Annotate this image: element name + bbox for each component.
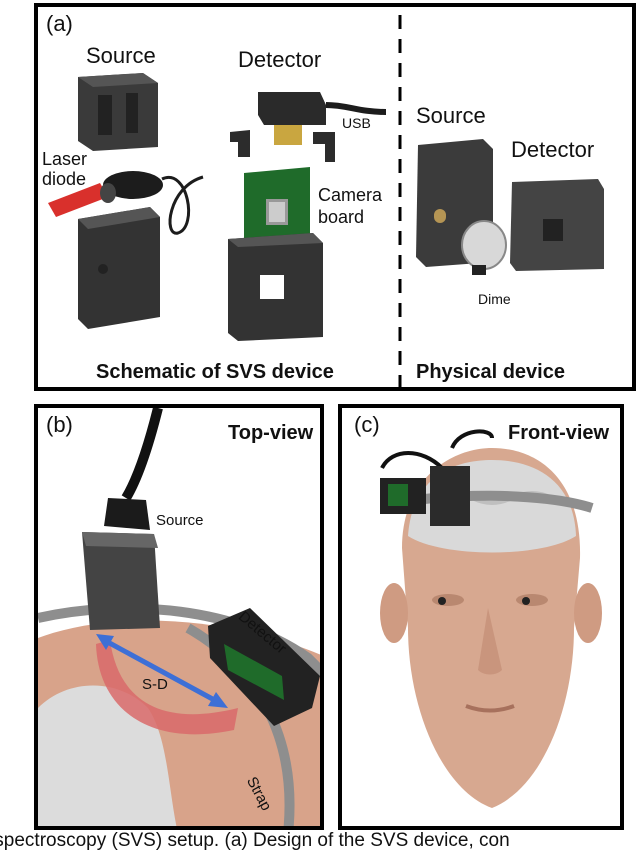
usb-connector — [258, 92, 387, 145]
camera-board-label-2: board — [318, 207, 365, 227]
panel-a-illustration — [48, 15, 604, 387]
panel-a: (a) Source Detector USB Laser diode Came… — [34, 3, 636, 391]
sd-arrow-head-left — [96, 634, 114, 650]
device-cable-right — [450, 429, 494, 449]
sd-arrow-head-right — [208, 692, 228, 708]
laser-cable — [161, 175, 204, 235]
source-device — [430, 466, 470, 526]
physical-detector-label: Detector — [511, 137, 595, 162]
camera-board — [244, 167, 310, 245]
strap-band — [38, 603, 320, 678]
eye-right — [516, 594, 548, 606]
nose — [478, 608, 502, 675]
panel-a-label: (a) — [46, 11, 73, 36]
schematic-title: Schematic of SVS device — [96, 361, 334, 383]
detector-housing — [228, 233, 323, 341]
source-block — [82, 532, 160, 630]
detector-block — [208, 608, 320, 726]
sd-label: S-D — [142, 676, 168, 693]
clip-right — [313, 132, 335, 162]
laser-diode-label-2: diode — [42, 169, 87, 189]
clip-left — [230, 130, 250, 157]
physical-device-photo — [416, 139, 604, 275]
usb-label: USB — [342, 115, 371, 131]
panel-c: (c) Front-view — [338, 404, 624, 830]
dime-label: Dime — [478, 291, 511, 307]
source-label-b: Source — [156, 512, 204, 529]
physical-title: Physical device — [416, 361, 565, 383]
laser-beam — [48, 183, 108, 217]
panel-b-label: (b) — [46, 412, 73, 437]
panel-c-illustration — [380, 429, 602, 808]
camera-board-label-1: Camera — [318, 185, 383, 205]
laser-diode-label-1: Laser — [42, 149, 88, 169]
source-housing-bottom — [78, 207, 160, 329]
panel-b-illustration — [38, 408, 320, 826]
panel-c-label: (c) — [354, 412, 380, 437]
mouth — [465, 704, 515, 713]
top-view-title: Top-view — [228, 422, 314, 444]
laser-diode — [48, 171, 204, 235]
detector-label: Detector — [238, 47, 322, 72]
usb-cable — [325, 102, 387, 115]
ear-right — [574, 583, 602, 643]
device-cable-left — [380, 451, 444, 470]
front-view-title: Front-view — [508, 422, 610, 444]
light-path — [96, 640, 238, 735]
ear-left — [380, 583, 408, 643]
source-housing-top — [78, 73, 158, 151]
source-cable — [121, 408, 163, 501]
source-label: Source — [86, 43, 156, 68]
sd-arrow-line — [102, 637, 220, 705]
physical-source-label: Source — [416, 103, 486, 128]
dime — [461, 220, 507, 270]
figure-caption: ity spectroscopy (SVS) setup. (a) Design… — [0, 830, 510, 851]
eye-left — [432, 594, 464, 606]
panel-b: (b) Top-view Source Detector S-D Strap — [34, 404, 324, 830]
